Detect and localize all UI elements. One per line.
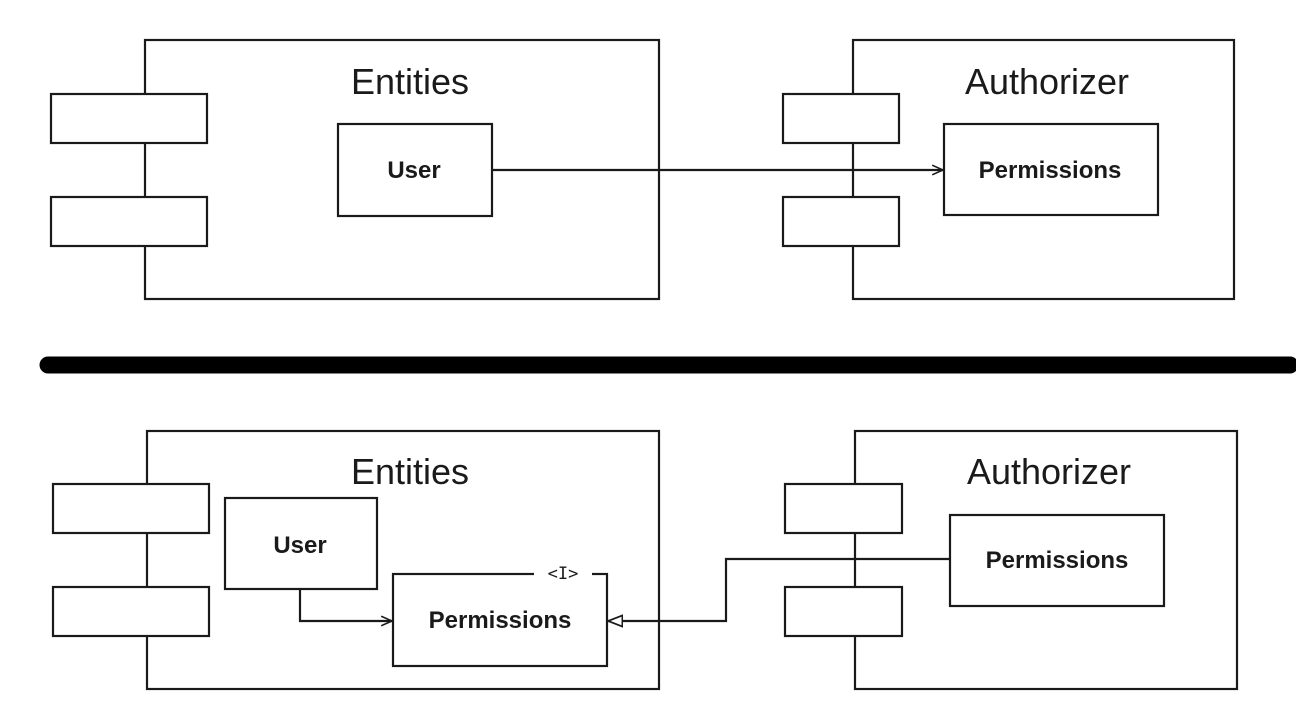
top-authorizer-title: Authorizer <box>965 61 1129 102</box>
interface-stereotype: <I> <box>548 564 579 584</box>
top-entities-title: Entities <box>351 61 469 102</box>
top-diagram: Entities User Authorizer Permissions <box>49 38 1236 301</box>
bottom-entities-component: Entities User <I> Permissions <box>51 429 661 691</box>
bottom-user-class-label: User <box>273 532 326 559</box>
bottom-authorizer-port-lower <box>783 585 904 638</box>
bottom-entities-port-upper <box>51 482 211 535</box>
top-authorizer-port-upper <box>781 92 901 145</box>
bottom-permissions-impl-box <box>948 513 1166 608</box>
bottom-user-class-box <box>223 496 379 591</box>
bottom-permissions-interface-box <box>391 572 609 668</box>
top-entities-port-lower <box>49 195 209 248</box>
bottom-diagram: Entities User <I> Permissions Authorizer… <box>51 429 1239 691</box>
top-authorizer-port-lower <box>781 195 901 248</box>
top-user-class-label: User <box>387 157 440 184</box>
bottom-realization-arrow <box>608 557 950 621</box>
top-user-class-box <box>336 122 494 218</box>
bottom-entities-port-lower <box>51 585 211 638</box>
top-entities-port-upper <box>49 92 209 145</box>
bottom-authorizer-title: Authorizer <box>967 451 1131 492</box>
bottom-permissions-impl-label: Permissions <box>986 547 1129 574</box>
bottom-user-to-interface-arrow <box>298 589 392 621</box>
stereotype-label-bg <box>534 563 592 583</box>
top-authorizer-component: Authorizer Permissions <box>781 38 1236 301</box>
top-permissions-class-label: Permissions <box>979 157 1122 184</box>
top-permissions-class-box <box>942 122 1160 217</box>
bottom-entities-title: Entities <box>351 451 469 492</box>
bottom-authorizer-port-upper <box>783 482 904 535</box>
bottom-permissions-interface-label: Permissions <box>429 607 572 634</box>
